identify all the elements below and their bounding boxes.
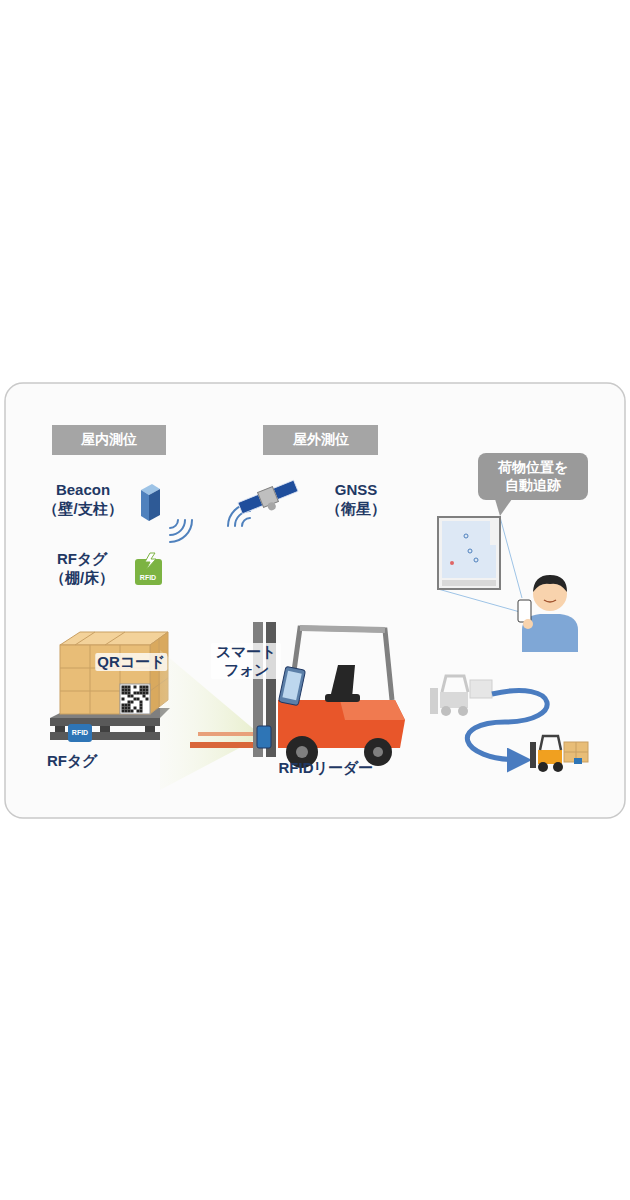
part-label: スマート フォン <box>211 643 281 679</box>
part-label: RFタグ <box>47 752 97 770</box>
part-label: GNSS <box>335 481 378 499</box>
bubble-tail <box>495 499 512 516</box>
part-label: （衛星） <box>326 500 386 518</box>
small-forklift <box>530 736 588 772</box>
beacon-icon <box>141 484 160 521</box>
pallet-rfid-tag <box>68 724 92 742</box>
qr-code <box>120 684 150 714</box>
tag-mark: RFID <box>72 729 88 737</box>
map-screen <box>438 517 522 612</box>
node-text: 屋外測位 <box>293 431 349 449</box>
node-text: 屋内測位 <box>81 431 137 449</box>
part-label: （棚/床） <box>50 569 114 587</box>
part-label: （壁/支柱） <box>43 500 122 518</box>
ghost-forklift <box>430 676 492 716</box>
rfid-tag-icon <box>135 553 162 585</box>
satellite-icon <box>237 478 301 521</box>
part-label: RFタグ <box>57 550 107 568</box>
part-label: RFIDリーダー <box>279 759 374 777</box>
part-label: QRコード <box>95 653 167 671</box>
part-label: Beacon <box>56 481 110 499</box>
category-tag: 屋内測位 <box>52 425 166 455</box>
panel <box>5 383 625 818</box>
forklift <box>190 622 405 768</box>
cargo-boxes <box>50 632 170 740</box>
speech-bubble: 荷物位置を 自動追跡 <box>478 453 588 500</box>
worker <box>518 575 578 652</box>
tag-mark: RFID <box>140 574 156 582</box>
category-tag: 屋外測位 <box>263 425 378 455</box>
signal-waves <box>170 504 250 542</box>
node-text: 荷物位置を 自動追跡 <box>493 459 573 494</box>
